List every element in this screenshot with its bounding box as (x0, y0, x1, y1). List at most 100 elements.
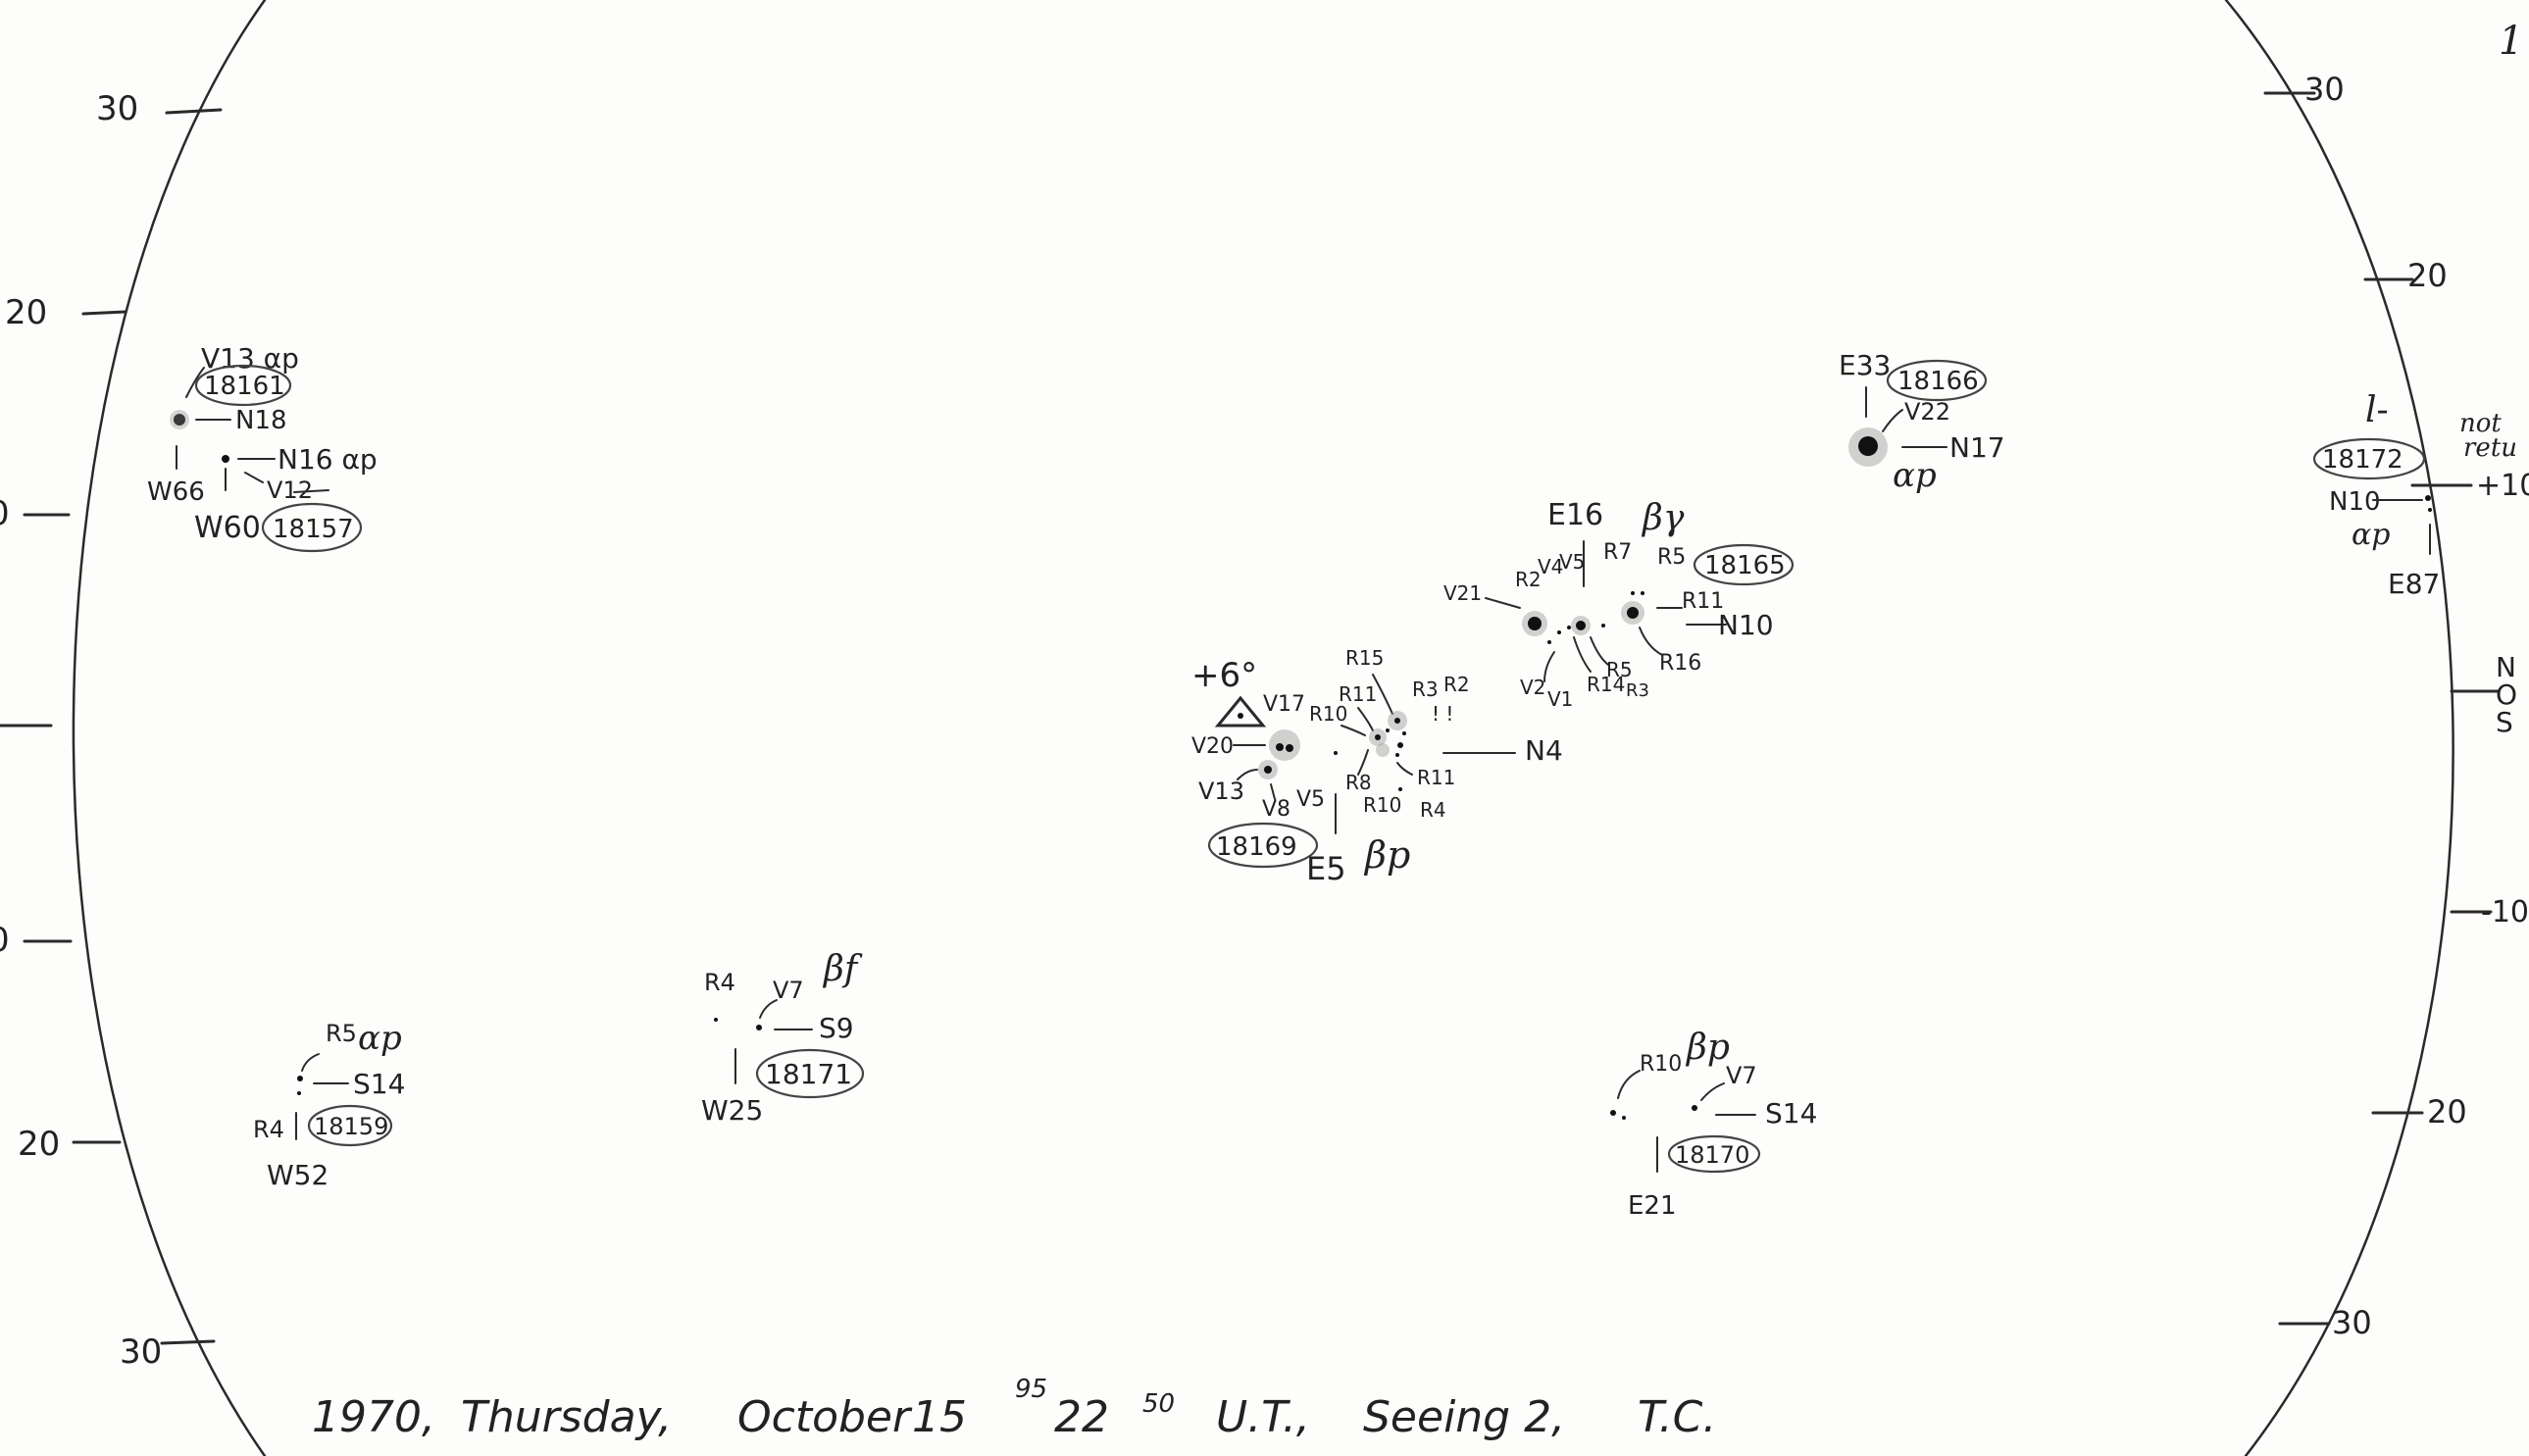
spot-group-18172: l- 18172 N10 αp E87 (2312, 390, 2440, 600)
spot-label: R10 (1309, 702, 1347, 726)
spot-label: R11 (1339, 682, 1377, 706)
sunspot (1576, 621, 1586, 630)
scale-label: 20 (18, 1125, 60, 1164)
triangle-icon (1214, 695, 1267, 728)
group-class-label: αp (1893, 456, 1937, 495)
caption: 1970, Thursday, October 15 95 22 50 U.T.… (312, 1375, 1716, 1442)
group-number: 18166 (1897, 367, 1979, 396)
spot-group-18161: V13 αp 18161 N18 (170, 342, 299, 435)
longitude-label: W25 (701, 1094, 763, 1127)
sunspot (222, 455, 229, 463)
scale-label: +10 (2476, 469, 2529, 503)
spot-label: R5 (1657, 545, 1686, 570)
spot-label: V5 (1296, 787, 1325, 812)
spot-label: R4 (1420, 798, 1446, 822)
group-class-label: αp (2352, 518, 2390, 552)
spot-label: R2 (1515, 568, 1542, 591)
caption-ut: U.T., (1216, 1392, 1310, 1442)
margin-note: retu (2463, 433, 2517, 463)
caption-year: 1970, (312, 1392, 435, 1442)
longitude-label: E16 (1547, 498, 1603, 532)
spot-label: R11 (1417, 766, 1455, 789)
group-number: 18165 (1704, 551, 1786, 580)
scale-label: S (2496, 706, 2513, 738)
sign-label: +6° (1191, 656, 1257, 695)
spot-label: R2 (1443, 673, 1470, 696)
caption-seeing: Seeing 2, (1363, 1392, 1565, 1442)
spot-label: R5 (1606, 658, 1633, 681)
sunspot (174, 414, 185, 426)
spot-group-18169: +6° V17 V20 V13 V8 V5 18169 E5 βp R15 R1… (1191, 646, 1563, 887)
left-latitude-scale: 30 20 0 0 20 30 (0, 89, 223, 1372)
note-label: l- (2365, 390, 2389, 430)
scale-label: 0 (0, 494, 10, 533)
excl-mark: ! ! (1432, 702, 1453, 726)
spot-group-18165: E16 βγ 18165 V21 R2 V4 V5 R7 R5 R11 N10 … (1443, 498, 1795, 711)
caption-day-fraction: 95 (1015, 1375, 1047, 1404)
longitude-label: W52 (267, 1159, 329, 1191)
scale-label: 0 (0, 921, 10, 960)
solar-limb (2224, 0, 2454, 1456)
caption-hour-fraction: 50 (1142, 1389, 1175, 1419)
longitude-label: E87 (2388, 568, 2440, 600)
spot-label: R3 (1626, 680, 1649, 701)
spot-label: R5 (326, 1020, 357, 1047)
latitude-label: N18 (235, 406, 287, 435)
spot-label: R7 (1603, 540, 1632, 565)
scale-label: N (2496, 651, 2516, 683)
spot-label: V21 (1443, 581, 1482, 605)
latitude-label: N4 (1525, 734, 1563, 767)
sunspot (297, 1076, 303, 1081)
spot-group-18159: R5 αp S14 R4 18159 W52 (253, 1019, 405, 1191)
spot-group-18171: R4 V7 βf S9 18171 W25 (701, 949, 865, 1127)
sunspot (1276, 743, 1284, 751)
scale-label: 30 (2332, 1304, 2372, 1341)
group-class-label: βp (1363, 833, 1410, 877)
spot-group-18170: R10 βp V7 S14 18170 E21 (1610, 1028, 1817, 1221)
spot-label: V13 (1198, 778, 1244, 805)
caption-month: October (737, 1392, 913, 1442)
scale-label: -10 (2481, 895, 2529, 929)
scale-label: 20 (5, 293, 47, 332)
latitude-label: S14 (353, 1068, 405, 1100)
spot-label: R8 (1345, 771, 1372, 794)
latitude-label: N16 αp (278, 443, 378, 476)
sunspot (1858, 436, 1878, 456)
group-number: 18169 (1216, 832, 1297, 862)
spot-label: R14 (1587, 673, 1625, 696)
spot-label: R4 (704, 969, 735, 996)
solar-limb (72, 0, 267, 1456)
latitude-label: N10 (2329, 487, 2381, 517)
sunspot (1394, 718, 1400, 724)
longitude-label: E33 (1839, 349, 1891, 381)
group-class-label: βγ (1641, 498, 1685, 538)
group-class-label: αp (358, 1019, 402, 1058)
caption-hour: 22 (1054, 1392, 1109, 1442)
latitude-label: N10 (1718, 609, 1774, 641)
group-number: 18170 (1675, 1141, 1749, 1169)
longitude-label: E5 (1306, 850, 1346, 887)
longitude-label: W66 (147, 477, 205, 507)
spot-label: V4 (1538, 555, 1563, 578)
longitude-label: E21 (1628, 1191, 1677, 1221)
spot-label: R10 (1363, 793, 1401, 817)
spot-label: R11 (1682, 589, 1724, 614)
spot-label: V17 (1263, 692, 1305, 717)
latitude-label: N17 (1949, 431, 2005, 464)
scale-label: 30 (2304, 71, 2345, 108)
spot-group-18166: E33 18166 V22 N17 αp (1839, 349, 2005, 495)
scale-label: O (2496, 678, 2517, 711)
sunspot (2425, 495, 2431, 501)
spot-label: V7 (1726, 1062, 1757, 1089)
spot-label: R15 (1345, 646, 1384, 670)
longitude-label: W60 (194, 511, 261, 545)
spot-label: R10 (1640, 1052, 1682, 1077)
count-label: V12 (267, 477, 313, 504)
caption-weekday: Thursday, (461, 1392, 672, 1442)
count-label: V22 (1904, 398, 1950, 426)
spot-label: R3 (1412, 678, 1439, 701)
scale-label: 20 (2407, 257, 2448, 294)
group-class-label: βf (822, 949, 863, 989)
scale-label: 20 (2427, 1093, 2467, 1130)
